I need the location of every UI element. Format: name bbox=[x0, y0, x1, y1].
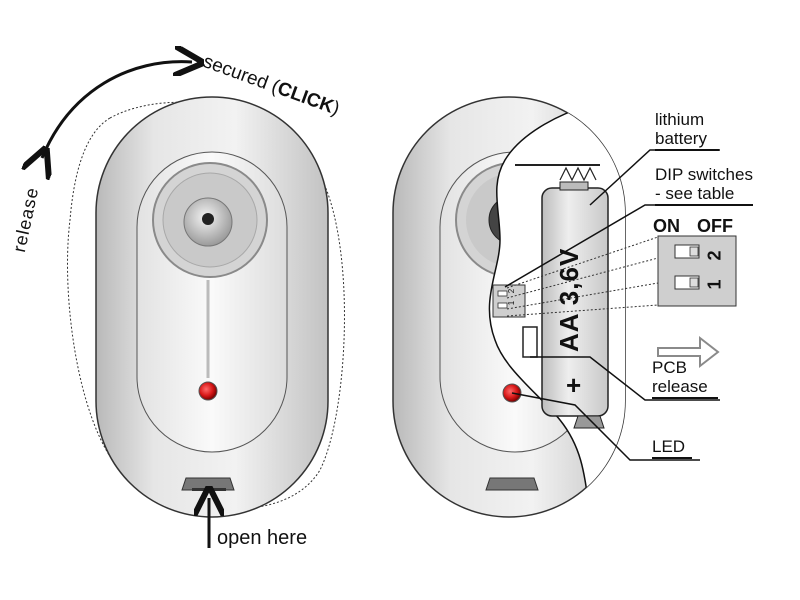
label-dip-big-1: 1 bbox=[704, 279, 725, 290]
label-dip-switches: DIP switches - see table bbox=[655, 165, 753, 206]
label-lithium-battery: lithium battery bbox=[655, 110, 719, 151]
label-dip-small-2: 2 bbox=[507, 288, 517, 294]
left-mount-hole bbox=[202, 213, 214, 225]
label-on: ON bbox=[653, 216, 680, 236]
dip-text: DIP switches bbox=[655, 165, 753, 184]
battery-text: battery bbox=[655, 129, 707, 148]
label-dip-small-1: 1 bbox=[507, 300, 517, 306]
left-device bbox=[67, 96, 345, 518]
right-device bbox=[392, 96, 626, 518]
battery-spring bbox=[559, 166, 597, 182]
see-table-text: - see table bbox=[655, 184, 735, 203]
dip-switch-enlarged bbox=[657, 235, 737, 307]
pcb-release-text: release bbox=[652, 377, 708, 396]
label-led: LED bbox=[652, 437, 692, 459]
label-off: OFF bbox=[697, 216, 733, 236]
battery-plus: + bbox=[566, 370, 582, 400]
label-pcb-release: PCB release bbox=[652, 358, 718, 399]
pcb-release-arrow bbox=[657, 335, 720, 369]
pcb-release-tab bbox=[522, 326, 538, 358]
label-dip-big-2: 2 bbox=[704, 250, 725, 261]
label-open-here: open here bbox=[217, 527, 308, 549]
battery-print: AA 3,6V bbox=[554, 247, 584, 352]
rotation-arrow bbox=[42, 62, 192, 158]
dip-switch-small bbox=[492, 284, 526, 318]
dip-leader-lines bbox=[506, 236, 659, 317]
lithium-text: lithium bbox=[655, 110, 705, 129]
pcb-text: PCB bbox=[652, 358, 687, 377]
left-led bbox=[198, 381, 218, 401]
